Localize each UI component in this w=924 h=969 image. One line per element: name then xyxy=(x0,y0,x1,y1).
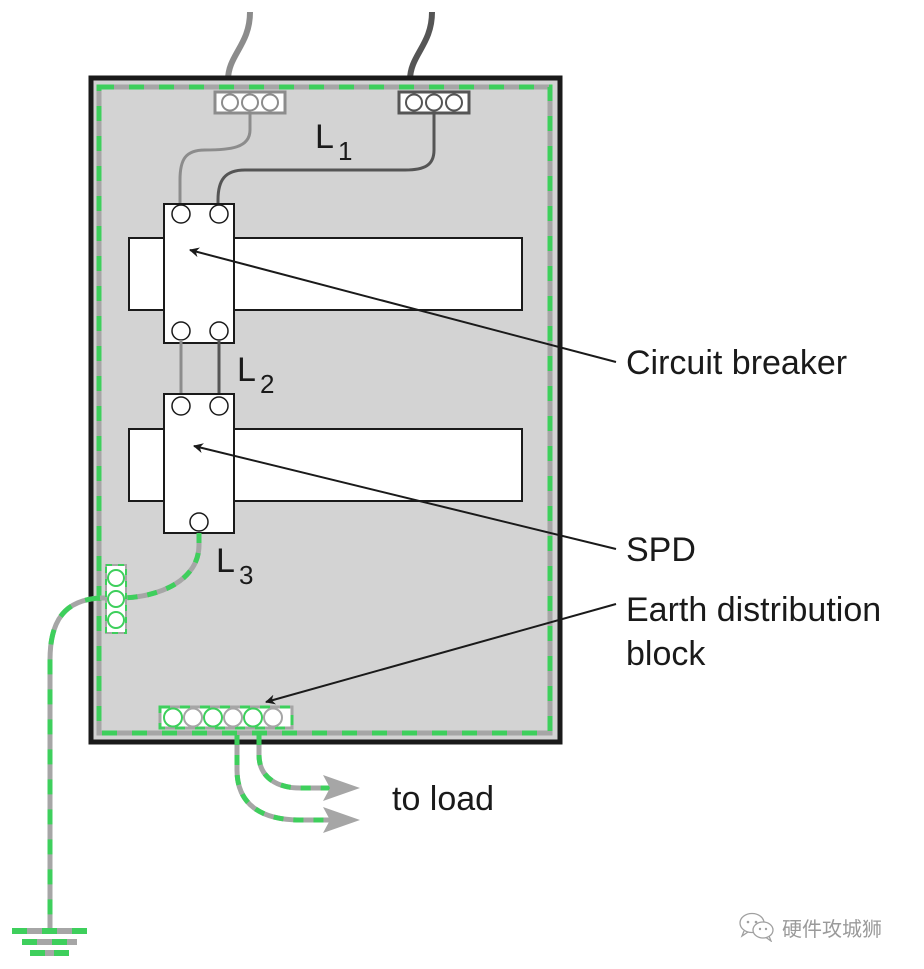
label-l2: L 2 xyxy=(237,351,274,399)
leader-earth-block xyxy=(265,603,617,705)
l1-wire-light xyxy=(178,113,252,205)
terminal-block-right xyxy=(397,90,471,115)
earth-distribution-block xyxy=(158,705,294,730)
label-l3: L 3 xyxy=(216,542,253,590)
label-earth-block-line2: block xyxy=(626,635,706,673)
label-to-load: to load xyxy=(392,780,494,818)
load-arrowhead-bottom xyxy=(323,807,360,833)
label-earth-block-line1: Earth distribution xyxy=(626,591,881,629)
spd-device xyxy=(163,393,235,534)
watermark: 硬件攻城狮 xyxy=(738,912,882,942)
svg-text:L: L xyxy=(315,118,334,156)
svg-text:1: 1 xyxy=(338,136,352,166)
earth-terminal-left xyxy=(105,564,127,634)
label-circuit-breaker: Circuit breaker xyxy=(626,344,847,382)
wechat-icon xyxy=(739,912,774,942)
watermark-text: 硬件攻城狮 xyxy=(782,916,882,941)
svg-text:L: L xyxy=(237,351,256,389)
svg-text:3: 3 xyxy=(239,560,253,590)
leader-circuit-breaker xyxy=(189,247,617,363)
svg-text:L: L xyxy=(216,542,235,580)
load-arrowhead-top xyxy=(323,775,360,801)
circuit-breaker xyxy=(163,203,235,344)
terminal-block-left xyxy=(213,90,287,115)
label-spd: SPD xyxy=(626,531,696,569)
leader-spd xyxy=(193,443,617,550)
earth-ground-icon xyxy=(12,928,87,956)
enclosure xyxy=(88,75,563,745)
l1-wire-dark xyxy=(216,113,436,205)
svg-text:2: 2 xyxy=(260,369,274,399)
label-l1: L 1 xyxy=(315,118,352,166)
load-wire-outer xyxy=(234,735,330,823)
